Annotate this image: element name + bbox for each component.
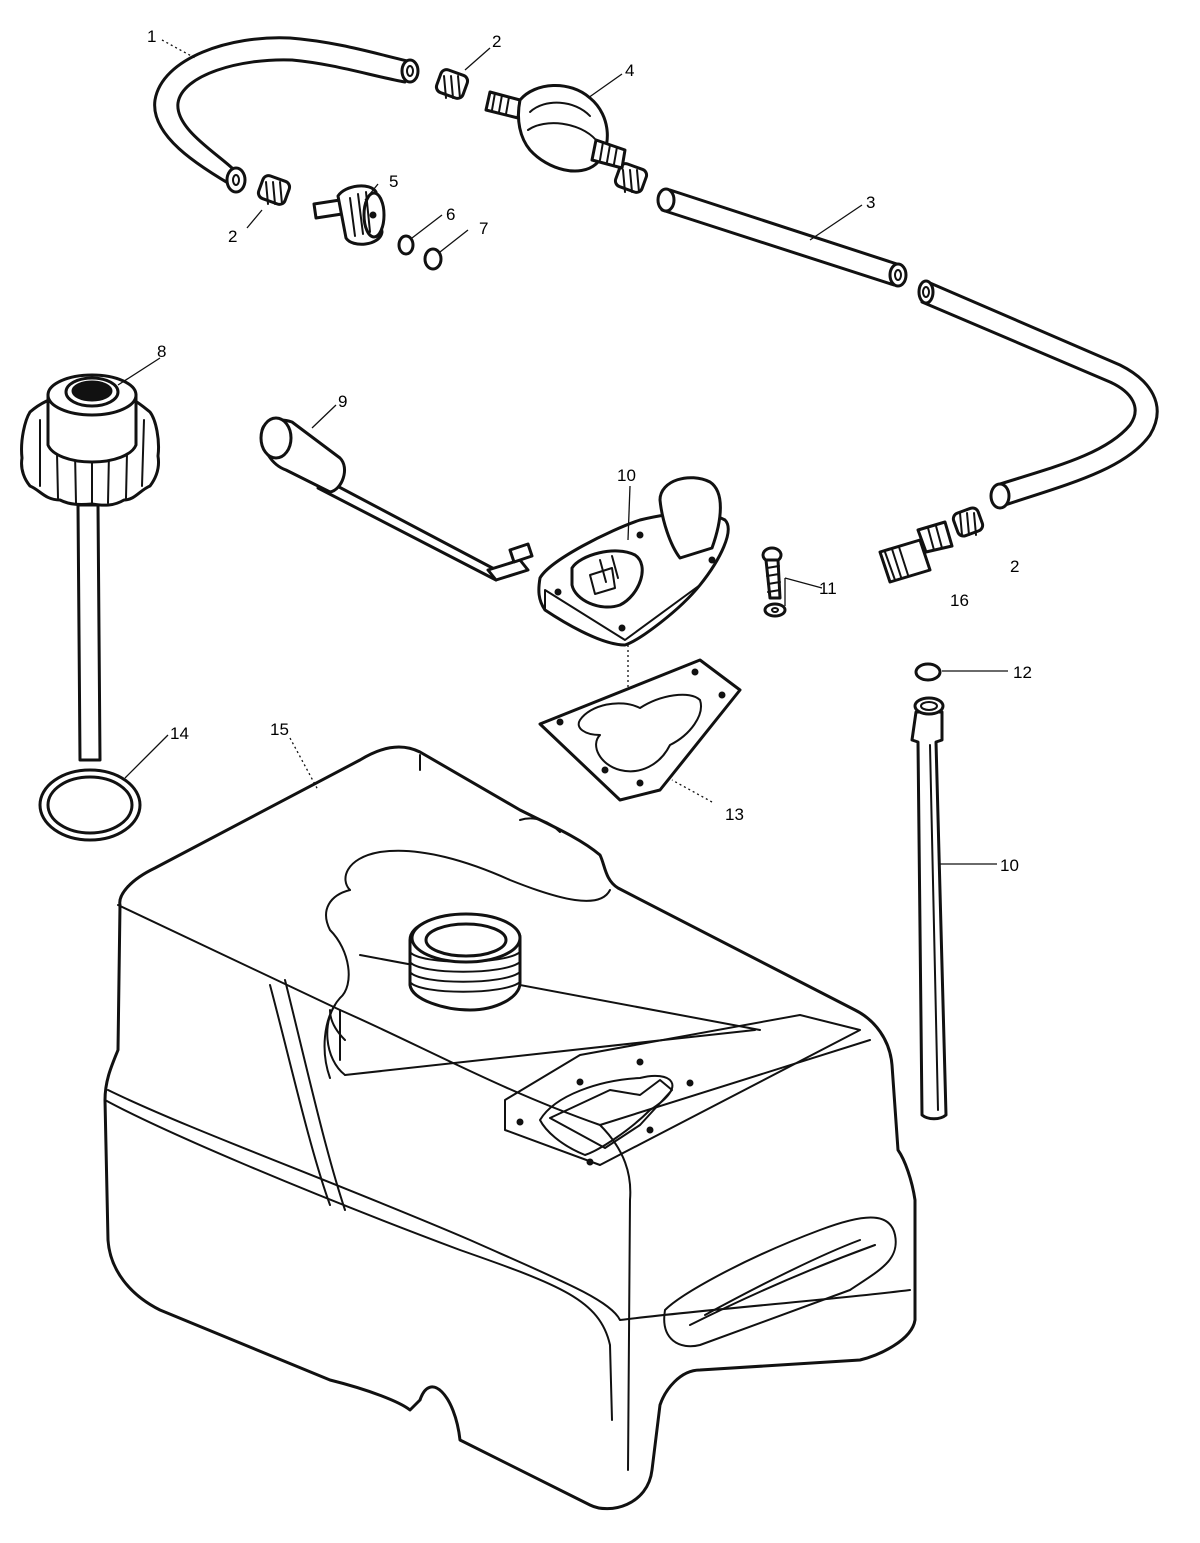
filler-cap-with-gauge xyxy=(20,373,160,762)
fuel-connector-fitting xyxy=(312,184,386,246)
callout-10-tube: 10 xyxy=(1000,856,1019,875)
fuel-pickup-sender-plate xyxy=(537,476,730,647)
callout-3: 3 xyxy=(866,193,875,212)
pickup-o-ring xyxy=(914,662,942,682)
hose-barb-fitting xyxy=(878,520,954,584)
callout-7: 7 xyxy=(479,219,488,238)
o-ring-small xyxy=(397,234,415,256)
callout-labels: 1 2 4 5 2 6 7 3 8 9 10 11 16 2 12 14 15 … xyxy=(147,27,1032,875)
sender-screw-and-washer xyxy=(761,546,787,618)
fuel-hose-lower xyxy=(656,187,1159,510)
callout-1: 1 xyxy=(147,27,156,46)
callout-11: 11 xyxy=(819,579,837,598)
primer-bulb xyxy=(484,84,627,173)
callout-9: 9 xyxy=(338,392,347,411)
pickup-tube xyxy=(910,696,948,1121)
float-arm-assembly xyxy=(259,416,534,582)
callout-13: 13 xyxy=(725,805,744,824)
hose-clamp-left xyxy=(256,174,292,206)
hose-clamp-right xyxy=(951,506,985,538)
callout-2-right: 2 xyxy=(1010,557,1019,576)
hose-clamp-top xyxy=(434,68,470,100)
filler-gasket xyxy=(38,768,142,842)
callout-2-top: 2 xyxy=(492,32,501,51)
callout-16: 16 xyxy=(950,591,969,610)
callout-15: 15 xyxy=(270,720,289,739)
o-ring-medium xyxy=(423,247,443,271)
callout-10-sender: 10 xyxy=(617,466,636,485)
callout-6: 6 xyxy=(446,205,455,224)
fuel-hose-upper xyxy=(153,36,420,194)
callout-4: 4 xyxy=(625,61,634,80)
fuel-tank xyxy=(103,745,917,1511)
hose-clamp-center xyxy=(613,162,649,194)
sender-gasket xyxy=(538,658,742,802)
callout-8: 8 xyxy=(157,342,166,361)
callout-12: 12 xyxy=(1013,663,1032,682)
leader-lines xyxy=(117,39,1008,865)
callout-5: 5 xyxy=(389,172,398,191)
callout-14: 14 xyxy=(170,724,189,743)
callout-2-left: 2 xyxy=(228,227,237,246)
